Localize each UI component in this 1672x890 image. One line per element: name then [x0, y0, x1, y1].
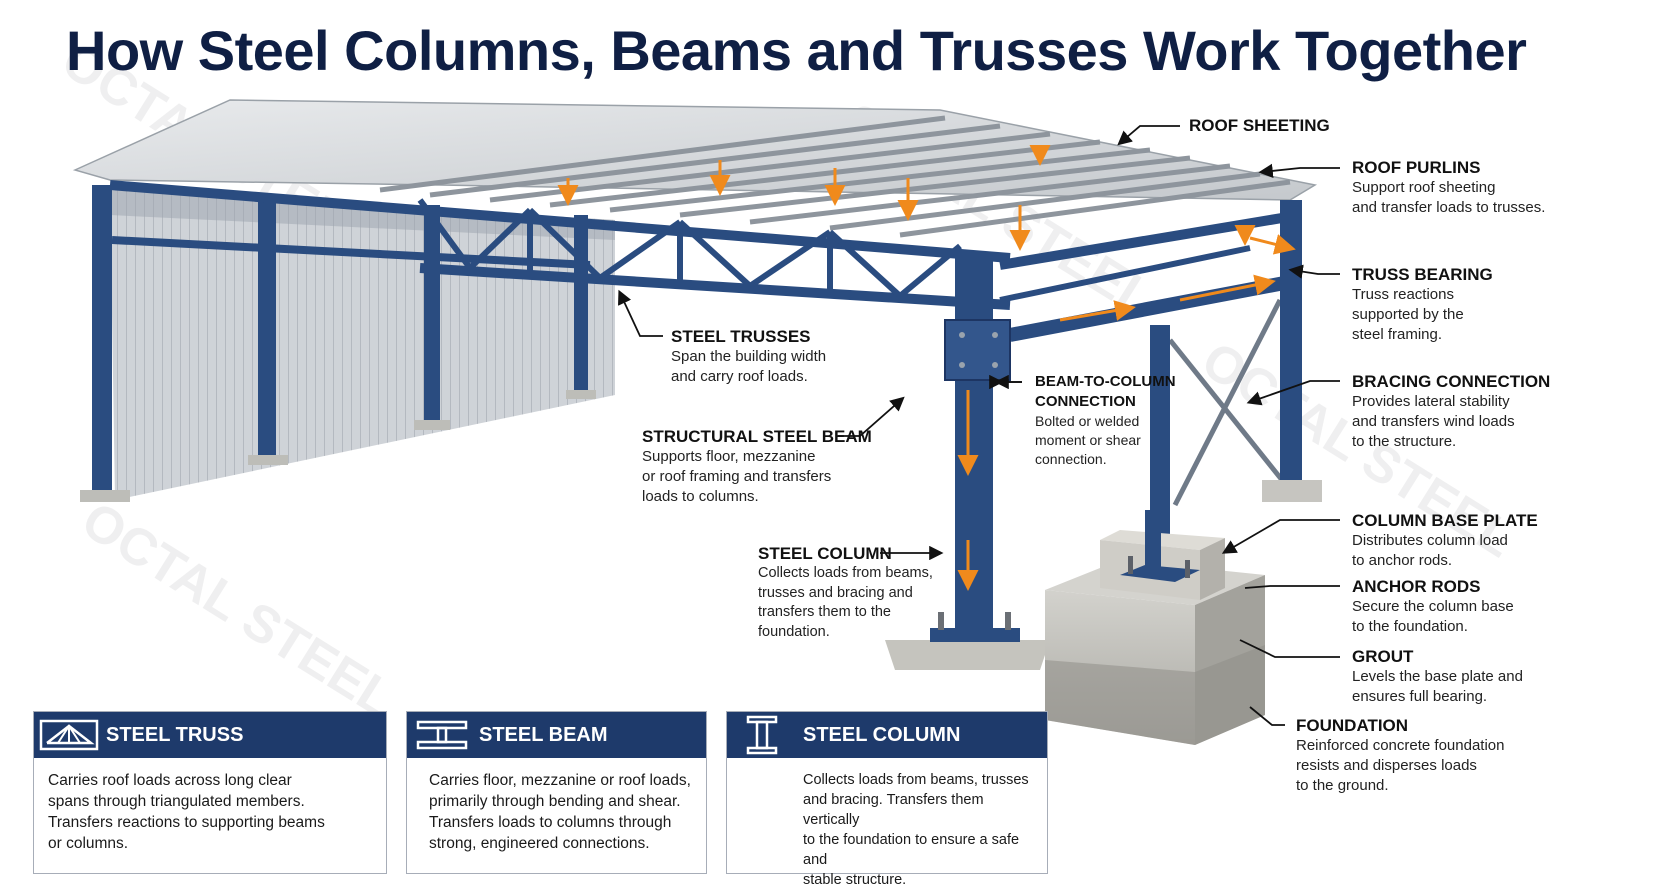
wall-cladding [110, 190, 615, 500]
roof-purlins [379, 115, 1291, 238]
label-title: STEEL COLUMN [758, 544, 892, 563]
card-steel-truss: STEEL TRUSS Carries roof loads across lo… [33, 711, 387, 874]
label-grout: GROUT Levels the base plate and ensures … [1352, 647, 1523, 707]
label-title: COLUMN BASE PLATE [1352, 511, 1538, 530]
label-steel-trusses: STEEL TRUSSES Span the building width an… [671, 327, 826, 387]
rear-column [1280, 200, 1302, 485]
structural-steel-beam [999, 210, 1302, 342]
card-text: Carries floor, mezzanine or roof loads, … [429, 772, 691, 852]
label-title: FOUNDATION [1296, 716, 1409, 735]
label-title: ROOF PURLINS [1352, 158, 1481, 177]
load-arrows [557, 145, 1296, 591]
label-title: BEAM-TO-COLUMN CONNECTION [1035, 373, 1176, 410]
label-desc: Supports floor, mezzanine or roof framin… [642, 448, 832, 505]
label-desc: Secure the column base to the foundation… [1352, 598, 1514, 635]
label-truss-bearing: TRUSS BEARING Truss reactions supported … [1352, 265, 1493, 345]
card-text: Carries roof loads across long clear spa… [48, 772, 325, 852]
card-title: STEEL TRUSS [106, 723, 244, 746]
label-title: BRACING CONNECTION [1352, 372, 1551, 391]
label-bracing-connection: BRACING CONNECTION Provides lateral stab… [1352, 372, 1550, 452]
label-desc: Levels the base plate and ensures full b… [1352, 668, 1523, 705]
label-desc: Truss reactions supported by the steel f… [1352, 286, 1464, 343]
i-beam-icon [407, 712, 477, 758]
middle-column [1150, 325, 1170, 535]
label-steel-column: STEEL COLUMN Collects loads from beams, … [758, 544, 933, 642]
label-desc: Provides lateral stability and transfers… [1352, 393, 1515, 450]
label-title: STRUCTURAL STEEL BEAM [642, 427, 872, 446]
rear-column-base [1262, 480, 1322, 502]
card-text: Collects loads from beams, trusses and b… [803, 772, 1029, 888]
bracing [1168, 298, 1292, 507]
label-desc: Bolted or welded moment or shear connect… [1035, 413, 1141, 467]
card-title: STEEL COLUMN [803, 723, 961, 746]
label-title: ROOF SHEETING [1189, 116, 1330, 135]
label-title: GROUT [1352, 647, 1414, 666]
leader-lines [618, 125, 1340, 726]
card-header: STEEL BEAM [407, 712, 706, 758]
label-desc: Collects loads from beams, trusses and b… [758, 565, 933, 640]
label-desc: Support roof sheeting and transfer loads… [1352, 179, 1546, 216]
label-beam-to-column: BEAM-TO-COLUMN CONNECTION Bolted or weld… [1035, 372, 1176, 469]
label-title: TRUSS BEARING [1352, 265, 1493, 284]
card-header: STEEL COLUMN [727, 712, 1047, 758]
steel-column [944, 255, 1011, 640]
page-title: How Steel Columns, Beams and Trusses Wor… [66, 19, 1527, 82]
label-foundation: FOUNDATION Reinforced concrete foundatio… [1296, 716, 1504, 796]
label-title: STEEL TRUSSES [671, 327, 811, 346]
card-header: STEEL TRUSS [34, 712, 386, 758]
label-column-base-plate: COLUMN BASE PLATE Distributes column loa… [1352, 511, 1538, 571]
column-base [885, 612, 1050, 670]
card-steel-beam: STEEL BEAM Carries floor, mezzanine or r… [406, 711, 707, 874]
card-title: STEEL BEAM [479, 723, 608, 746]
steel-truss [109, 180, 1011, 310]
foundation [1045, 510, 1265, 745]
label-title: ANCHOR RODS [1352, 577, 1481, 596]
label-roof-sheeting: ROOF SHEETING [1189, 116, 1330, 136]
label-desc: Distributes column load to anchor rods. [1352, 532, 1508, 569]
truss-icon [34, 712, 104, 758]
card-steel-column: STEEL COLUMN Collects loads from beams, … [726, 711, 1048, 888]
label-anchor-rods: ANCHOR RODS Secure the column base to th… [1352, 577, 1514, 637]
label-desc: Span the building width and carry roof l… [671, 348, 827, 385]
column-icon [727, 712, 797, 758]
label-roof-purlins: ROOF PURLINS Support roof sheeting and t… [1352, 158, 1545, 218]
label-desc: Reinforced concrete foundation resists a… [1296, 737, 1505, 794]
label-structural-steel-beam: STRUCTURAL STEEL BEAM Supports floor, me… [642, 427, 872, 507]
